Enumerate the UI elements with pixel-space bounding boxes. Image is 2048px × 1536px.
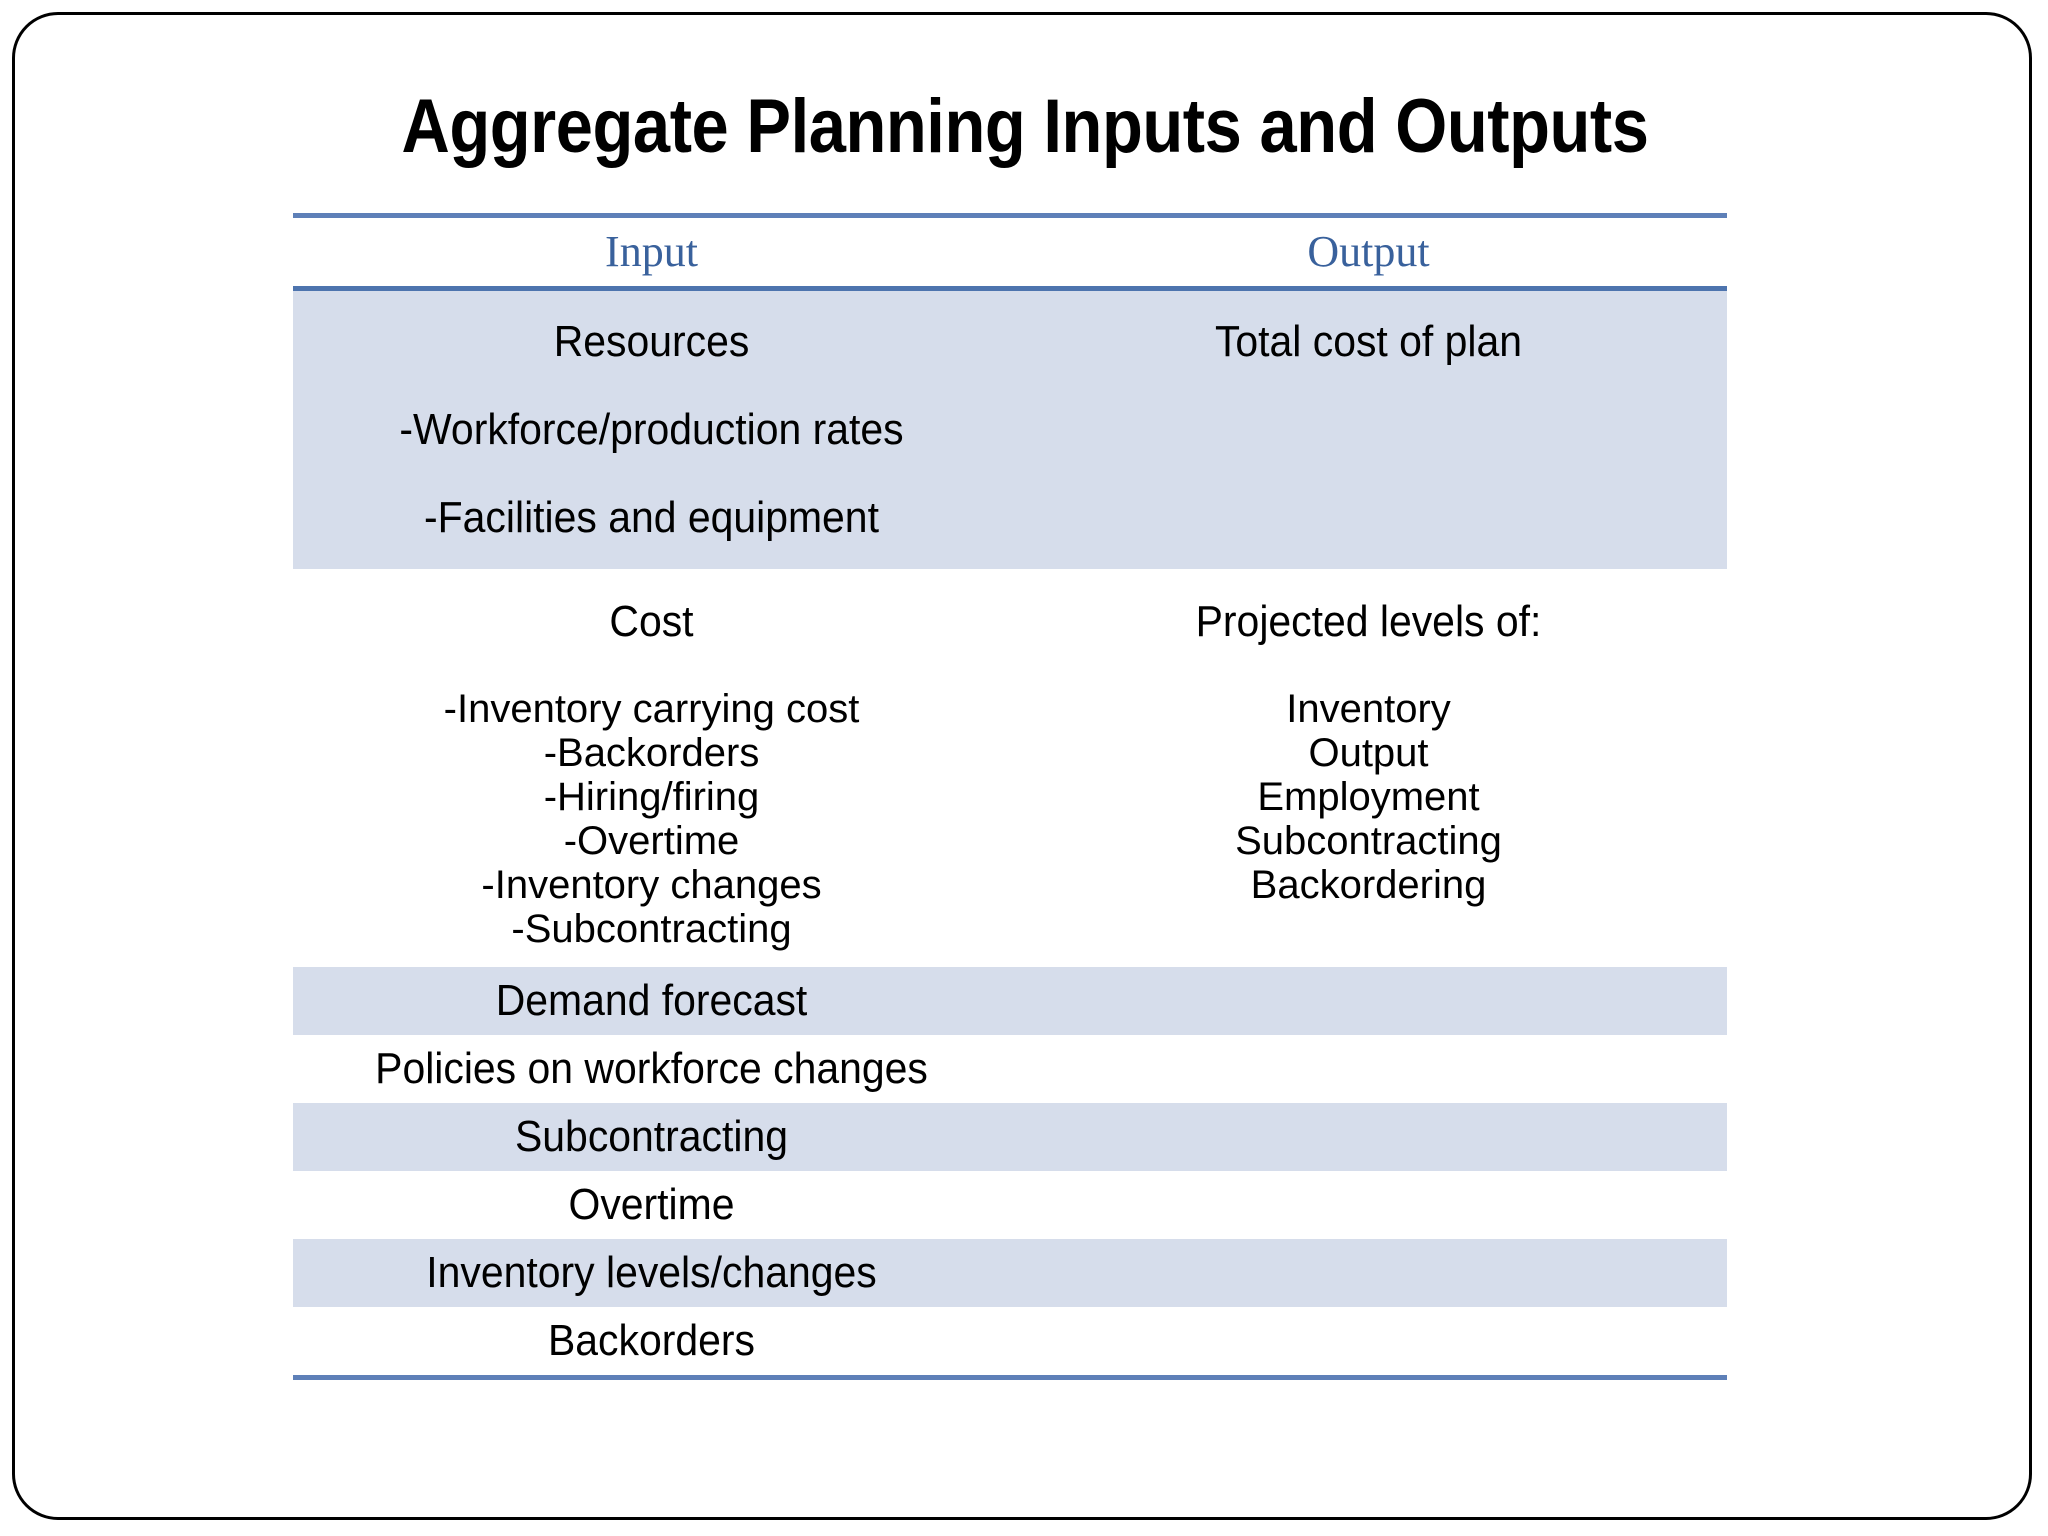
input-item-inventory-carrying-cost: -Inventory carrying cost xyxy=(443,687,860,731)
column-header-input: Input xyxy=(605,227,698,276)
input-cell-cost: Cost -Inventory carrying cost -Backorder… xyxy=(293,589,1010,951)
input-item-overtime: -Overtime xyxy=(563,819,740,863)
output-cell-projected-levels: Projected levels of: Inventory Output Em… xyxy=(1010,589,1727,951)
input-item-workforce-production-rates: -Workforce/production rates xyxy=(399,405,904,454)
output-item-backordering: Backordering xyxy=(1250,863,1487,907)
table-row: Policies on workforce changes xyxy=(293,1035,1727,1103)
output-cell-total-cost: Total cost of plan xyxy=(1010,309,1727,551)
table-top-rule xyxy=(293,213,1727,218)
table-header-rule xyxy=(293,286,1727,291)
input-row-overtime: Overtime xyxy=(568,1180,735,1229)
page-title: Aggregate Planning Inputs and Outputs xyxy=(401,84,1649,169)
output-item-subcontracting: Subcontracting xyxy=(1235,819,1502,863)
input-row-subcontracting: Subcontracting xyxy=(515,1112,788,1161)
input-row-policies-on-workforce-changes: Policies on workforce changes xyxy=(375,1044,928,1093)
input-row-demand-forecast: Demand forecast xyxy=(495,976,808,1025)
input-output-table: Input Output Resources -Workforce/produc… xyxy=(293,213,1727,1380)
input-item-subcontracting: -Subcontracting xyxy=(511,907,792,951)
output-item-output: Output xyxy=(1308,731,1429,775)
output-heading-total-cost-of-plan: Total cost of plan xyxy=(1214,317,1523,366)
table-row: Demand forecast xyxy=(293,967,1727,1035)
input-item-facilities-and-equipment: -Facilities and equipment xyxy=(424,493,879,542)
table-header-row: Input Output xyxy=(293,218,1727,286)
input-row-backorders: Backorders xyxy=(548,1316,755,1365)
output-heading-projected-levels-of: Projected levels of: xyxy=(1195,597,1542,646)
column-header-output: Output xyxy=(1307,227,1430,276)
input-item-hiring-firing: -Hiring/firing xyxy=(543,775,760,819)
slide-frame: Aggregate Planning Inputs and Outputs In… xyxy=(12,12,2032,1520)
input-cell-resources: Resources -Workforce/production rates -F… xyxy=(293,309,1010,551)
input-heading-resources: Resources xyxy=(553,317,750,366)
output-item-employment: Employment xyxy=(1257,775,1480,819)
table-row: Subcontracting xyxy=(293,1103,1727,1171)
table-bottom-rule xyxy=(293,1375,1727,1380)
table-row: Backorders xyxy=(293,1307,1727,1375)
table-row: Overtime xyxy=(293,1171,1727,1239)
output-item-inventory: Inventory xyxy=(1286,687,1451,731)
table-row: Cost -Inventory carrying cost -Backorder… xyxy=(293,569,1727,967)
table-row: Inventory levels/changes xyxy=(293,1239,1727,1307)
input-item-inventory-changes: -Inventory changes xyxy=(481,863,822,907)
input-row-inventory-levels-changes: Inventory levels/changes xyxy=(426,1248,877,1297)
table-row: Resources -Workforce/production rates -F… xyxy=(293,291,1727,569)
input-heading-cost: Cost xyxy=(609,597,694,646)
input-item-backorders: -Backorders xyxy=(543,731,760,775)
